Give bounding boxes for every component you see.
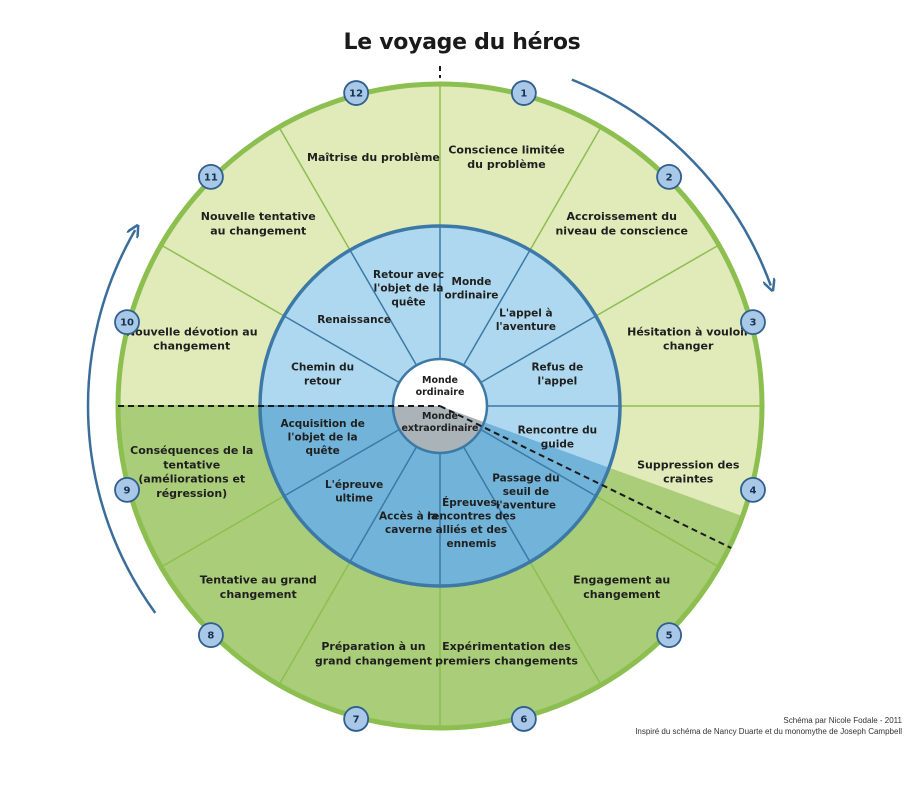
outer-separator: [529, 561, 602, 686]
inner-ring-dark-half: [260, 406, 610, 586]
svg-text:7: 7: [353, 714, 360, 725]
inner-separator: [349, 446, 418, 563]
stage-badge-8: 8: [197, 622, 224, 649]
stage-badge-7: 7: [343, 706, 370, 732]
stage-badge-12: 12: [343, 80, 370, 106]
svg-text:10: 10: [120, 318, 134, 329]
inner-separator: [480, 428, 597, 497]
stage-badge-11: 11: [197, 163, 224, 190]
page-title: Le voyage du héros: [343, 30, 581, 55]
divider-right: [439, 405, 732, 549]
outer-separator: [595, 244, 720, 317]
cycle-arrows: [86, 78, 771, 614]
stage-badge-4: 4: [740, 476, 766, 503]
center-top-half: [393, 358, 487, 423]
svg-text:3: 3: [749, 318, 756, 329]
outer-ring-light-half: [118, 83, 762, 517]
svg-text:2: 2: [666, 172, 673, 183]
outer-separator: [529, 126, 602, 251]
stage-badge-3: 3: [740, 309, 766, 336]
svg-text:8: 8: [207, 631, 214, 642]
inner-separator: [283, 428, 400, 497]
arrow-right-icon: [571, 78, 771, 286]
credit-line-inspiration: Inspiré du schéma de Nancy Duarte et du …: [635, 727, 902, 736]
inner-separator: [462, 446, 531, 563]
outer-ring-dark-half: [118, 406, 743, 728]
svg-text:11: 11: [204, 172, 218, 183]
inner-separator: [283, 315, 400, 384]
inner-separator: [349, 249, 418, 366]
stage-badge-10: 10: [114, 309, 140, 336]
arrow-left-icon: [86, 230, 157, 614]
inner-stage-label-11: Renaissance: [317, 314, 391, 326]
svg-text:12: 12: [349, 89, 363, 100]
stage-badge-9: 9: [114, 476, 140, 503]
center-bottom-half: [393, 406, 485, 453]
stage-badge-1: 1: [510, 80, 537, 106]
stage-badge-2: 2: [656, 163, 683, 190]
svg-text:1: 1: [520, 89, 527, 100]
outer-separator: [160, 244, 285, 317]
inner-separator: [480, 315, 597, 384]
outer-separator: [278, 561, 351, 686]
outer-stage-label-12: Maîtrise du problème: [307, 151, 440, 164]
credit-line-author: Schéma par Nicole Fodale - 2011: [783, 716, 902, 725]
svg-text:4: 4: [749, 485, 756, 496]
stage-badge-6: 6: [510, 706, 537, 732]
svg-text:9: 9: [124, 485, 131, 496]
divider-lines: [118, 66, 732, 549]
svg-text:6: 6: [520, 714, 527, 725]
outer-separator: [595, 495, 720, 568]
outer-separator: [278, 126, 351, 251]
stage-badge-5: 5: [656, 622, 683, 649]
outer-separator: [160, 495, 285, 568]
svg-text:5: 5: [666, 631, 673, 642]
inner-separator: [462, 249, 531, 366]
